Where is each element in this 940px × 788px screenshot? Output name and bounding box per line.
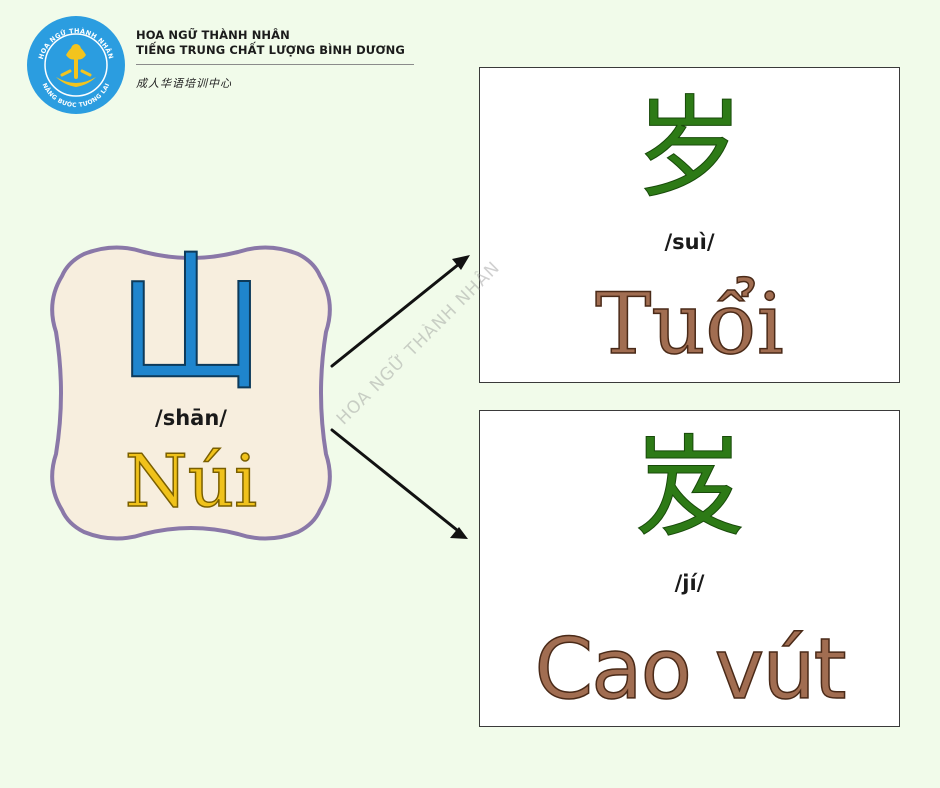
source-hanzi: 山 bbox=[115, 238, 267, 412]
result-hanzi: 岁 bbox=[634, 85, 745, 214]
brand-divider bbox=[136, 64, 414, 65]
result-card-ji: 岌 /jí/ Cao vút bbox=[479, 410, 900, 727]
result-meaning: Tuổi bbox=[595, 274, 785, 374]
result-card-sui: 岁 /suì/ Tuổi bbox=[479, 67, 900, 383]
arrowhead-bottom bbox=[450, 527, 468, 539]
brand-slogan: TIẾNG TRUNG CHẤT LƯỢNG BÌNH DƯƠNG bbox=[136, 43, 405, 57]
source-meaning: Núi bbox=[124, 438, 258, 524]
result-meaning: Cao vút bbox=[534, 619, 848, 719]
brand-block: HOA NGỮ THÀNH NHÂN TIẾNG TRUNG CHẤT LƯỢN… bbox=[136, 28, 416, 91]
scalloped-frame bbox=[50, 245, 332, 541]
brand-logo: HOA NGỮ THÀNH NHÂN NÂNG BƯỚC TƯƠNG LAI bbox=[27, 16, 125, 114]
arrow-to-bottom-card bbox=[330, 428, 464, 536]
brand-chinese-tagline: 成人华语培训中心 bbox=[136, 77, 232, 90]
arrowhead-top bbox=[452, 255, 470, 270]
source-character-card: 山 /shān/ Núi bbox=[44, 238, 338, 546]
result-pinyin: /suì/ bbox=[664, 230, 715, 254]
result-hanzi: 岌 bbox=[634, 424, 745, 553]
result-pinyin: /jí/ bbox=[674, 571, 705, 595]
source-pinyin: /shān/ bbox=[155, 406, 227, 430]
brand-name: HOA NGỮ THÀNH NHÂN bbox=[136, 28, 290, 42]
